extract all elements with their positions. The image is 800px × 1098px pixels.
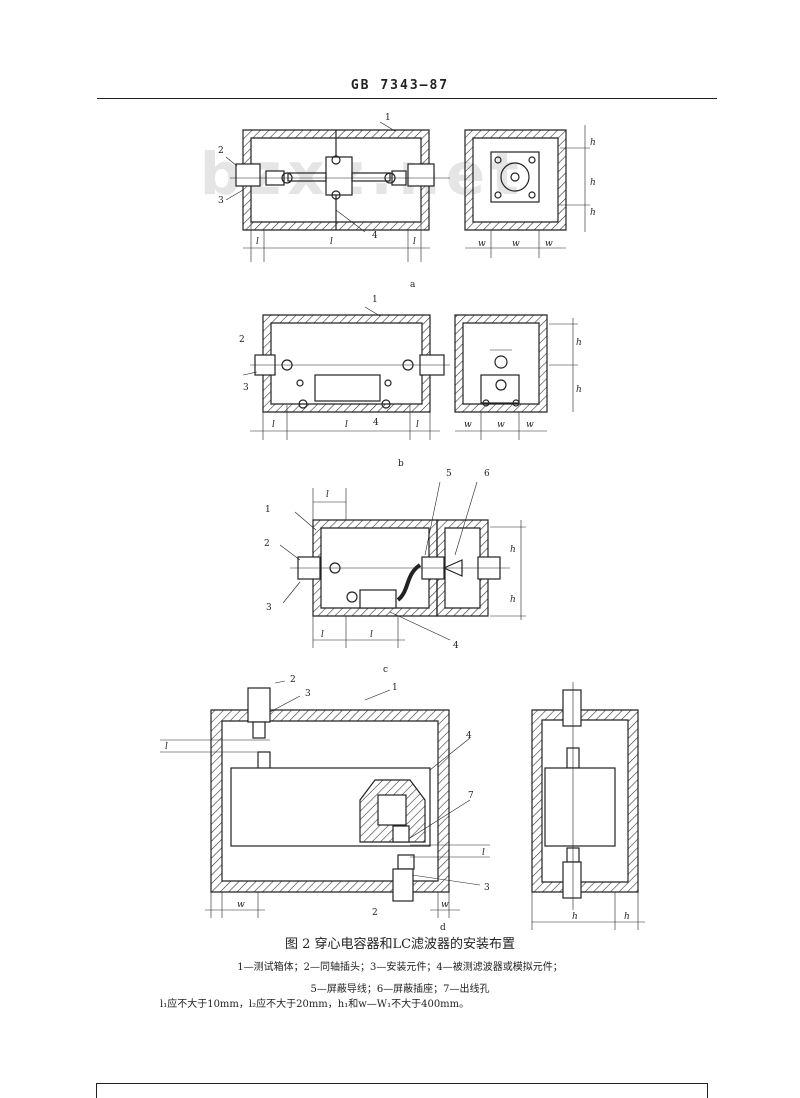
dim-a-h1b: h	[590, 208, 596, 218]
label-c-3: 3	[266, 603, 272, 613]
dim-a-h1: h	[590, 138, 596, 148]
dim-d-w1: w	[237, 900, 245, 910]
dim-b-l1b: l	[416, 420, 419, 430]
label-a-3: 3	[218, 196, 224, 206]
dim-a-w1b: w	[545, 239, 553, 249]
dim-d-h: h	[572, 912, 578, 922]
standard-number-header: GB 7343—87	[350, 78, 450, 93]
label-c-2: 2	[264, 539, 270, 549]
label-d-3: 3	[305, 689, 311, 699]
dim-a-h: h	[590, 178, 596, 188]
dim-b-w1: w	[464, 420, 472, 430]
figure-legend: 1—测试箱体；2—同轴插头；3—安装元件；4—被测滤波器或模拟元件； 5—屏蔽导…	[0, 957, 800, 1001]
label-c-1: 1	[265, 505, 271, 515]
dim-a-w1: w	[478, 239, 486, 249]
label-b-4: 4	[373, 418, 379, 428]
subfigure-a	[225, 121, 590, 262]
test-box-a-right	[464, 129, 567, 231]
dim-d-w: w	[441, 900, 449, 910]
dim-b-h: h	[576, 385, 582, 395]
dimension-note: l₁应不大于10mm，l₂应不大于20mm，h₁和w—W₁不大于400mm。	[160, 999, 470, 1010]
test-box-b-right	[454, 314, 548, 413]
dim-b-l1: l	[272, 420, 275, 430]
test-box-c-right	[436, 519, 489, 617]
dim-d-l1b: l	[482, 848, 485, 858]
subfigure-d	[160, 680, 645, 930]
dim-b-h1: h	[576, 338, 582, 348]
dim-a-l: l	[330, 237, 333, 247]
dim-d-l1: l	[165, 742, 168, 752]
label-d-4: 4	[466, 731, 472, 741]
header-rule	[97, 98, 717, 99]
subfig-label-b: b	[398, 459, 404, 469]
subfigure-c	[279, 481, 526, 648]
label-b-3: 3	[243, 383, 249, 393]
dim-a-l1: l	[256, 237, 259, 247]
label-d-2b: 2	[372, 908, 378, 918]
figure-caption: 图 2 穿心电容器和LC滤波器的安装布置	[284, 937, 516, 952]
label-c-4: 4	[453, 641, 459, 651]
legend-line-1: 1—测试箱体；2—同轴插头；3—安装元件；4—被测滤波器或模拟元件；	[237, 962, 563, 973]
dim-b-w: w	[497, 420, 505, 430]
dim-c-h1: h	[510, 545, 516, 555]
dim-d-h2: h	[624, 912, 630, 922]
label-d-7: 7	[468, 791, 474, 801]
subfig-label-c: c	[383, 665, 388, 675]
label-d-1: 1	[392, 683, 398, 693]
subfig-label-a: a	[410, 280, 416, 290]
label-d-3b: 3	[484, 883, 490, 893]
dim-c-l2: l	[326, 490, 329, 500]
label-a-1: 1	[385, 113, 391, 123]
legend-line-2: 5—屏蔽导线；6—屏蔽插座；7—出线孔	[310, 984, 490, 995]
subfig-label-d: d	[440, 923, 446, 933]
label-a-2: 2	[218, 146, 224, 156]
label-b-1: 1	[372, 295, 378, 305]
dim-c-l1: l	[321, 630, 324, 640]
label-c-6: 6	[484, 469, 490, 479]
subfigure-b	[242, 306, 578, 440]
label-b-2: 2	[239, 335, 245, 345]
dim-a-l1b: l	[413, 237, 416, 247]
dim-b-l: l	[345, 420, 348, 430]
dim-a-w: w	[512, 239, 520, 249]
dim-c-h: h	[510, 595, 516, 605]
dim-b-w1b: w	[526, 420, 534, 430]
label-a-4: 4	[372, 231, 378, 241]
label-d-2: 2	[290, 675, 296, 685]
dim-c-l: l	[370, 630, 373, 640]
label-c-5: 5	[446, 469, 452, 479]
